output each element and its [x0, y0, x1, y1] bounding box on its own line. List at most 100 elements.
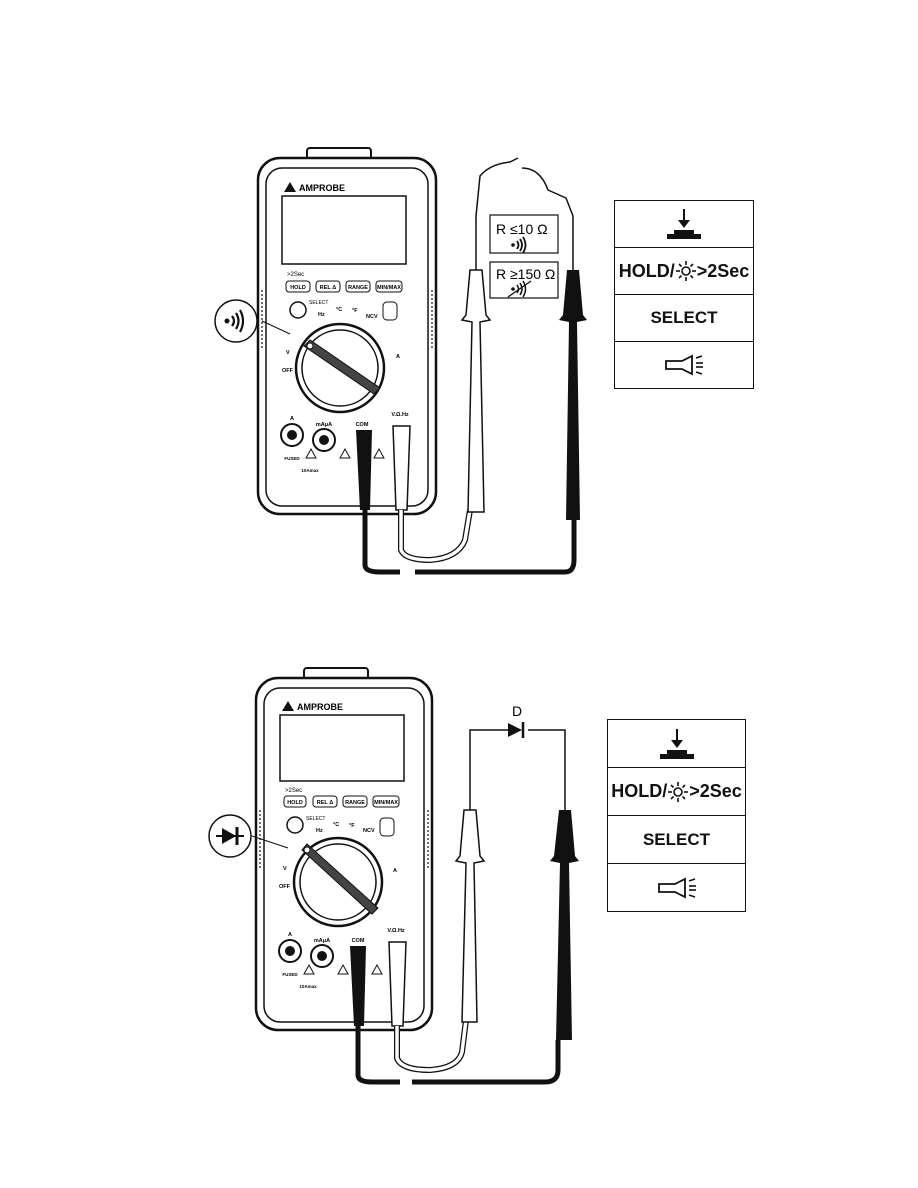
v-plug-white: [388, 941, 407, 1027]
dial-label-off: OFF: [282, 368, 294, 374]
diode-label: D: [512, 703, 522, 719]
button-legend-panel: HOLD/ >2Sec SELECT: [607, 719, 746, 912]
diode-under-test: D: [469, 703, 566, 750]
jack-v-label: V.Ω.Hz: [387, 928, 405, 934]
rotary-dial[interactable]: [292, 836, 384, 928]
dial-label-v: V: [283, 866, 287, 872]
hold-button[interactable]: [283, 795, 307, 808]
select-cell: SELECT: [615, 295, 753, 342]
probe-white: [454, 750, 486, 1023]
select-button-label: SELECT: [309, 300, 328, 306]
minmax-button-label: MIN/MAX: [377, 285, 401, 291]
diode-callout: [208, 814, 289, 858]
brand-label: AMPROBE: [299, 183, 345, 193]
high-resistance-text: R ≥150 Ω: [496, 266, 555, 282]
probe-black: [559, 216, 587, 520]
continuity-diagram-svg: AMPROBE >2Sec HOLD REL Δ RANGE MIN/MAX S…: [214, 147, 587, 575]
hold-button-label: HOLD: [290, 285, 306, 291]
dial-label-f: °F: [352, 308, 358, 314]
flashlight-cell: [608, 864, 745, 911]
rating-label: 10Amax: [301, 468, 319, 473]
diode-figure: AMPROBE >2Sec HOLD REL Δ RANGE MIN/MAX S…: [0, 660, 918, 1100]
dial-label-a: A: [393, 868, 397, 874]
hold-label: HOLD/: [611, 781, 668, 801]
select-button-label: SELECT: [306, 816, 325, 822]
probe-white: [460, 216, 492, 513]
minmax-button[interactable]: [372, 795, 400, 808]
hold-duration-label: >2Sec: [689, 781, 742, 801]
diode-diagram-svg: AMPROBE >2Sec HOLD REL Δ RANGE MIN/MAX S…: [208, 667, 579, 1085]
brand-label: AMPROBE: [297, 702, 343, 712]
rel-button-label: REL Δ: [317, 800, 333, 806]
jack-a-label: A: [288, 932, 292, 938]
com-plug-black: [356, 430, 372, 510]
backlight-sun-icon: [668, 781, 689, 802]
minmax-button-label: MIN/MAX: [374, 800, 398, 806]
backlight-hint: >2Sec: [287, 272, 304, 278]
backlight-sun-icon: [675, 261, 696, 281]
fused-label: FUSED: [284, 456, 300, 461]
continuity-sound-icon: [224, 309, 245, 333]
dial-label-f: °F: [349, 823, 355, 829]
rating-label: 10Amax: [299, 984, 317, 989]
rel-button-label: REL Δ: [320, 285, 336, 291]
flashlight-icon: [665, 354, 703, 376]
v-plug-white: [392, 425, 411, 511]
jack-com-label: COM: [352, 938, 365, 944]
jack-ma-label: mAμA: [316, 422, 332, 428]
hold-button-label: HOLD: [287, 800, 303, 806]
dial-label-a: A: [396, 354, 400, 360]
dial-label-hz: Hz: [318, 312, 325, 318]
multimeter: AMPROBE >2Sec HOLD REL Δ RANGE MIN/MAX S…: [254, 667, 434, 1032]
rotary-dial[interactable]: [294, 322, 386, 414]
hold-button[interactable]: [285, 280, 311, 293]
press-button-icon: [659, 728, 694, 759]
probe-black: [550, 750, 579, 1040]
range-button[interactable]: [345, 280, 371, 293]
select-button[interactable]: [289, 301, 307, 319]
label-low-resistance: R ≤10 Ω: [489, 214, 559, 254]
dial-label-hz: Hz: [316, 828, 323, 834]
low-resistance-text: R ≤10 Ω: [496, 221, 548, 237]
flashlight-button[interactable]: [379, 817, 395, 837]
flashlight-button[interactable]: [382, 301, 398, 321]
jack-v-label: V.Ω.Hz: [391, 412, 409, 418]
beep-icon-off: [507, 280, 532, 298]
continuity-callout: [214, 299, 291, 343]
flashlight-icon: [657, 877, 696, 898]
continuity-figure: AMPROBE >2Sec HOLD REL Δ RANGE MIN/MAX S…: [0, 140, 918, 590]
dial-label-c: °C: [333, 822, 339, 828]
com-plug-black: [350, 946, 366, 1026]
hold-backlight-cell: HOLD/ >2Sec: [608, 768, 745, 816]
hold-backlight-cell: HOLD/ >2Sec: [615, 248, 753, 295]
select-cell: SELECT: [608, 816, 745, 864]
jack-com-label: COM: [356, 422, 369, 428]
hold-label: HOLD/: [618, 260, 675, 281]
press-button-cell: [615, 201, 753, 248]
select-label: SELECT: [650, 308, 718, 327]
jack-ma-label: mAμA: [314, 938, 330, 944]
press-button-cell: [608, 720, 745, 768]
multimeter: AMPROBE >2Sec HOLD REL Δ RANGE MIN/MAX S…: [256, 147, 438, 516]
diode-icon: [216, 827, 244, 845]
beep-icon-on: [511, 236, 527, 254]
range-button-label: RANGE: [348, 285, 368, 291]
hold-duration-label: >2Sec: [696, 260, 750, 281]
select-label: SELECT: [642, 829, 711, 849]
rel-button[interactable]: [315, 280, 341, 293]
minmax-button[interactable]: [375, 280, 403, 293]
range-button-label: RANGE: [345, 800, 365, 806]
dial-label-ncv: NCV: [366, 314, 378, 320]
fused-label: FUSED: [282, 972, 298, 977]
dial-label-c: °C: [336, 307, 342, 313]
range-button[interactable]: [342, 795, 368, 808]
button-legend-panel: HOLD/ >2Sec SELECT: [614, 200, 754, 389]
select-button[interactable]: [286, 816, 304, 834]
rel-button[interactable]: [312, 795, 338, 808]
backlight-hint: >2Sec: [285, 788, 302, 794]
flashlight-cell: [615, 342, 753, 388]
dial-label-v: V: [286, 350, 290, 356]
jack-a-label: A: [290, 416, 294, 422]
dial-label-off: OFF: [279, 884, 291, 890]
label-high-resistance: R ≥150 Ω: [489, 261, 559, 299]
